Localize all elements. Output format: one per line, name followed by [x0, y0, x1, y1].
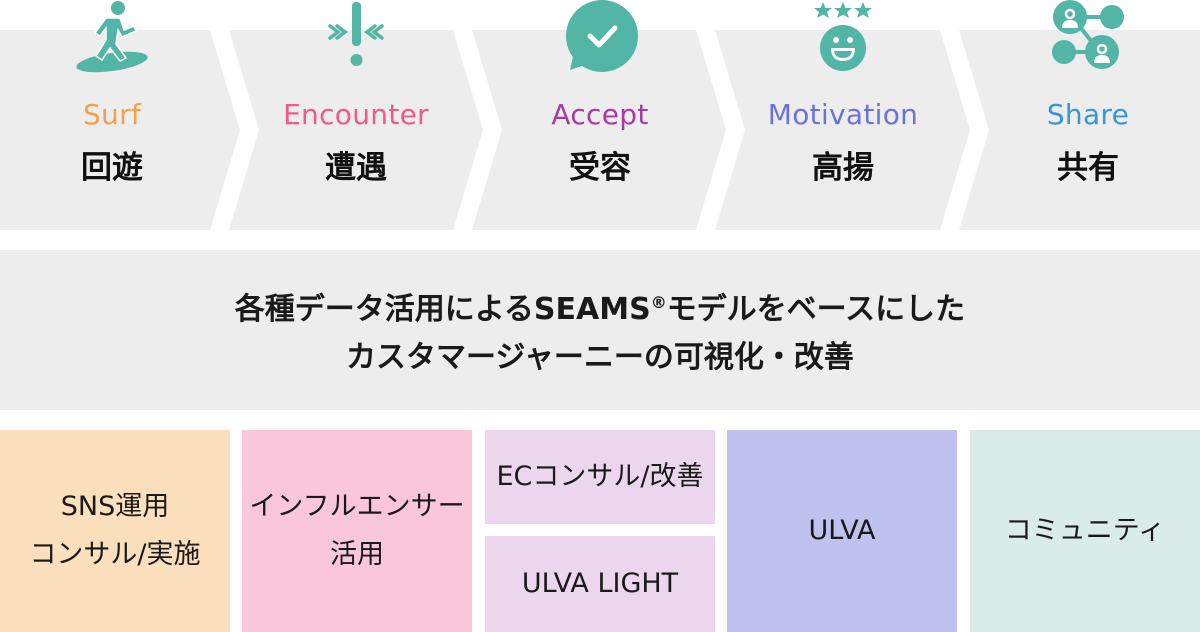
stage-jp-label: 遭遇	[325, 150, 387, 186]
service-community: コミュニティ	[970, 430, 1200, 632]
stage-accept: Accept 受容	[510, 0, 690, 232]
stage-jp-label: 共有	[1057, 150, 1119, 186]
share-network-icon	[1052, 0, 1124, 69]
summary-line-1-post: モデルをベースにした	[666, 291, 966, 327]
chevron-background	[0, 30, 1200, 230]
service-label: 活用	[329, 539, 384, 570]
stage-encounter: Encounter 遭遇	[266, 0, 446, 232]
stage-en-label: Motivation	[767, 98, 919, 131]
service-label: コミュニティ	[1004, 515, 1166, 546]
service-label: ULVA LIGHT	[521, 568, 679, 599]
stage-en-label: Accept	[551, 98, 649, 131]
service-ulva-light: ULVA LIGHT	[485, 536, 715, 632]
service-label: ULVA	[808, 515, 876, 546]
summary-band: 各種データ活用によるSEAMS®モデルをベースにした カスタマージャーニーの可視…	[0, 250, 1200, 410]
surfer-icon	[76, 1, 148, 73]
stage-motivation: Motivation 高揚	[753, 0, 933, 232]
service-ulva: ULVA	[727, 430, 957, 632]
service-label: コンサル/実施	[29, 539, 201, 570]
stage-surf: Surf 回遊	[22, 0, 202, 232]
service-ec-consult: ECコンサル/改善	[485, 430, 715, 524]
summary-text: 各種データ活用によるSEAMS®モデルをベースにした カスタマージャーニーの可視…	[235, 279, 965, 382]
brand-name: SEAMS	[533, 291, 651, 327]
summary-line-2: カスタマージャーニーの可視化・改善	[346, 339, 854, 375]
service-sns: SNS運用コンサル/実施	[0, 430, 230, 632]
stage-jp-label: 回遊	[81, 150, 143, 186]
service-influencer: インフルエンサー活用	[242, 430, 472, 632]
stage-jp-label: 受容	[569, 150, 631, 186]
journey-stages: Surf 回遊 Encounter 遭遇 Accept 受容	[0, 0, 1200, 232]
stage-jp-label: 高揚	[812, 150, 874, 186]
stage-en-label: Share	[1046, 98, 1130, 131]
summary-line-1: 各種データ活用によるSEAMS®モデルをベースにした	[235, 279, 965, 334]
registered-mark: ®	[650, 292, 667, 312]
smile-stars-icon	[814, 2, 872, 71]
stage-en-label: Encounter	[283, 98, 429, 131]
service-label: インフルエンサー	[249, 491, 465, 522]
stage-en-label: Surf	[82, 98, 142, 131]
services-row: SNS運用コンサル/実施 インフルエンサー活用 ECコンサル/改善 ULVA L…	[0, 430, 1200, 632]
summary-line-1-pre: 各種データ活用による	[234, 291, 534, 327]
check-bubble-icon	[566, 0, 638, 72]
exclamation-icon	[328, 2, 384, 66]
service-label: SNS運用	[60, 491, 170, 522]
stage-share: Share 共有	[998, 0, 1178, 232]
service-label: ECコンサル/改善	[496, 461, 704, 492]
